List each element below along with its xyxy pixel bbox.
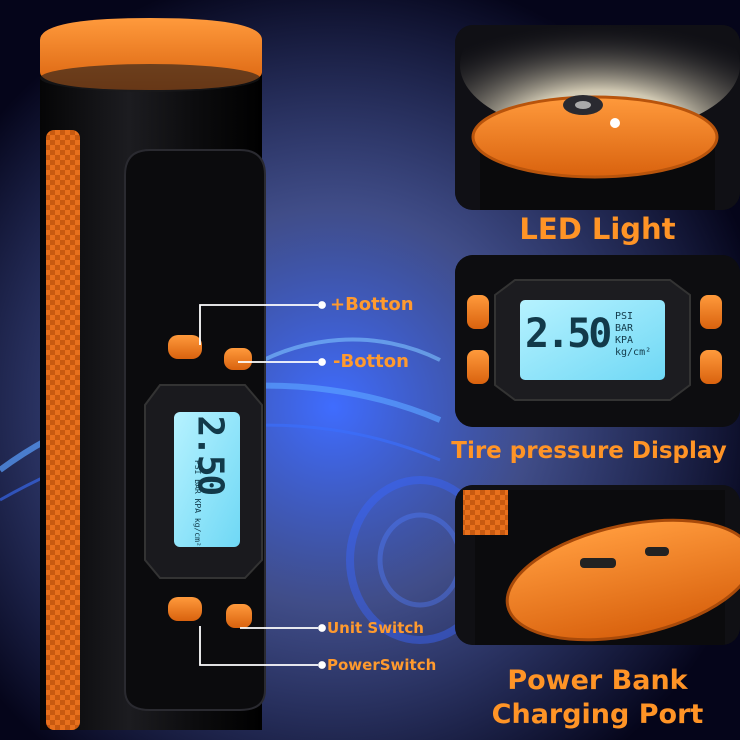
power-bank-panel bbox=[455, 485, 740, 645]
led-light-caption: LED Light bbox=[519, 212, 676, 246]
main-lcd bbox=[174, 412, 240, 547]
power-bank-caption: Power Bank Charging Port bbox=[455, 664, 740, 732]
power-bank-caption-line1: Power Bank bbox=[507, 665, 688, 696]
led-light-illustration bbox=[455, 25, 740, 210]
plus-button-callout: +Botton bbox=[330, 294, 414, 315]
panel-lcd-unit-kpa: KPA bbox=[615, 335, 634, 346]
main-lcd-unit-kg: kg/cm² bbox=[193, 517, 202, 547]
main-lcd-unit-bar: BAR bbox=[193, 479, 202, 494]
unit-button-graphic bbox=[226, 604, 252, 628]
main-lcd-reading: 2.50 PSI BAR KPA kg/cm² bbox=[174, 412, 240, 547]
main-device bbox=[40, 18, 266, 730]
panel-lcd-unit-kg: kg/cm² bbox=[615, 347, 652, 358]
minus-button-callout: -Botton bbox=[333, 351, 409, 372]
tire-display-illustration bbox=[455, 255, 740, 427]
main-lcd-unit-psi: PSI bbox=[193, 460, 202, 475]
power-switch-callout: PowerSwitch bbox=[327, 656, 437, 674]
led-light-panel bbox=[455, 25, 740, 210]
power-bank-caption-line2: Charging Port bbox=[491, 699, 704, 730]
panel-lcd-unit-bar: BAR bbox=[615, 323, 634, 334]
power-button-graphic bbox=[168, 597, 202, 621]
plus-button-graphic bbox=[168, 335, 202, 359]
minus-button-graphic bbox=[224, 348, 252, 370]
panel-lcd-value: 2.50 bbox=[525, 311, 612, 357]
tire-display-panel: 2.50 PSI BAR KPA kg/cm² bbox=[455, 255, 740, 427]
tire-display-caption: Tire pressure Display bbox=[451, 438, 727, 464]
power-bank-illustration bbox=[455, 485, 740, 645]
unit-switch-callout: Unit Switch bbox=[327, 619, 424, 637]
panel-lcd-unit-psi: PSI bbox=[615, 311, 634, 322]
main-lcd-unit-kpa: KPA bbox=[193, 498, 202, 514]
